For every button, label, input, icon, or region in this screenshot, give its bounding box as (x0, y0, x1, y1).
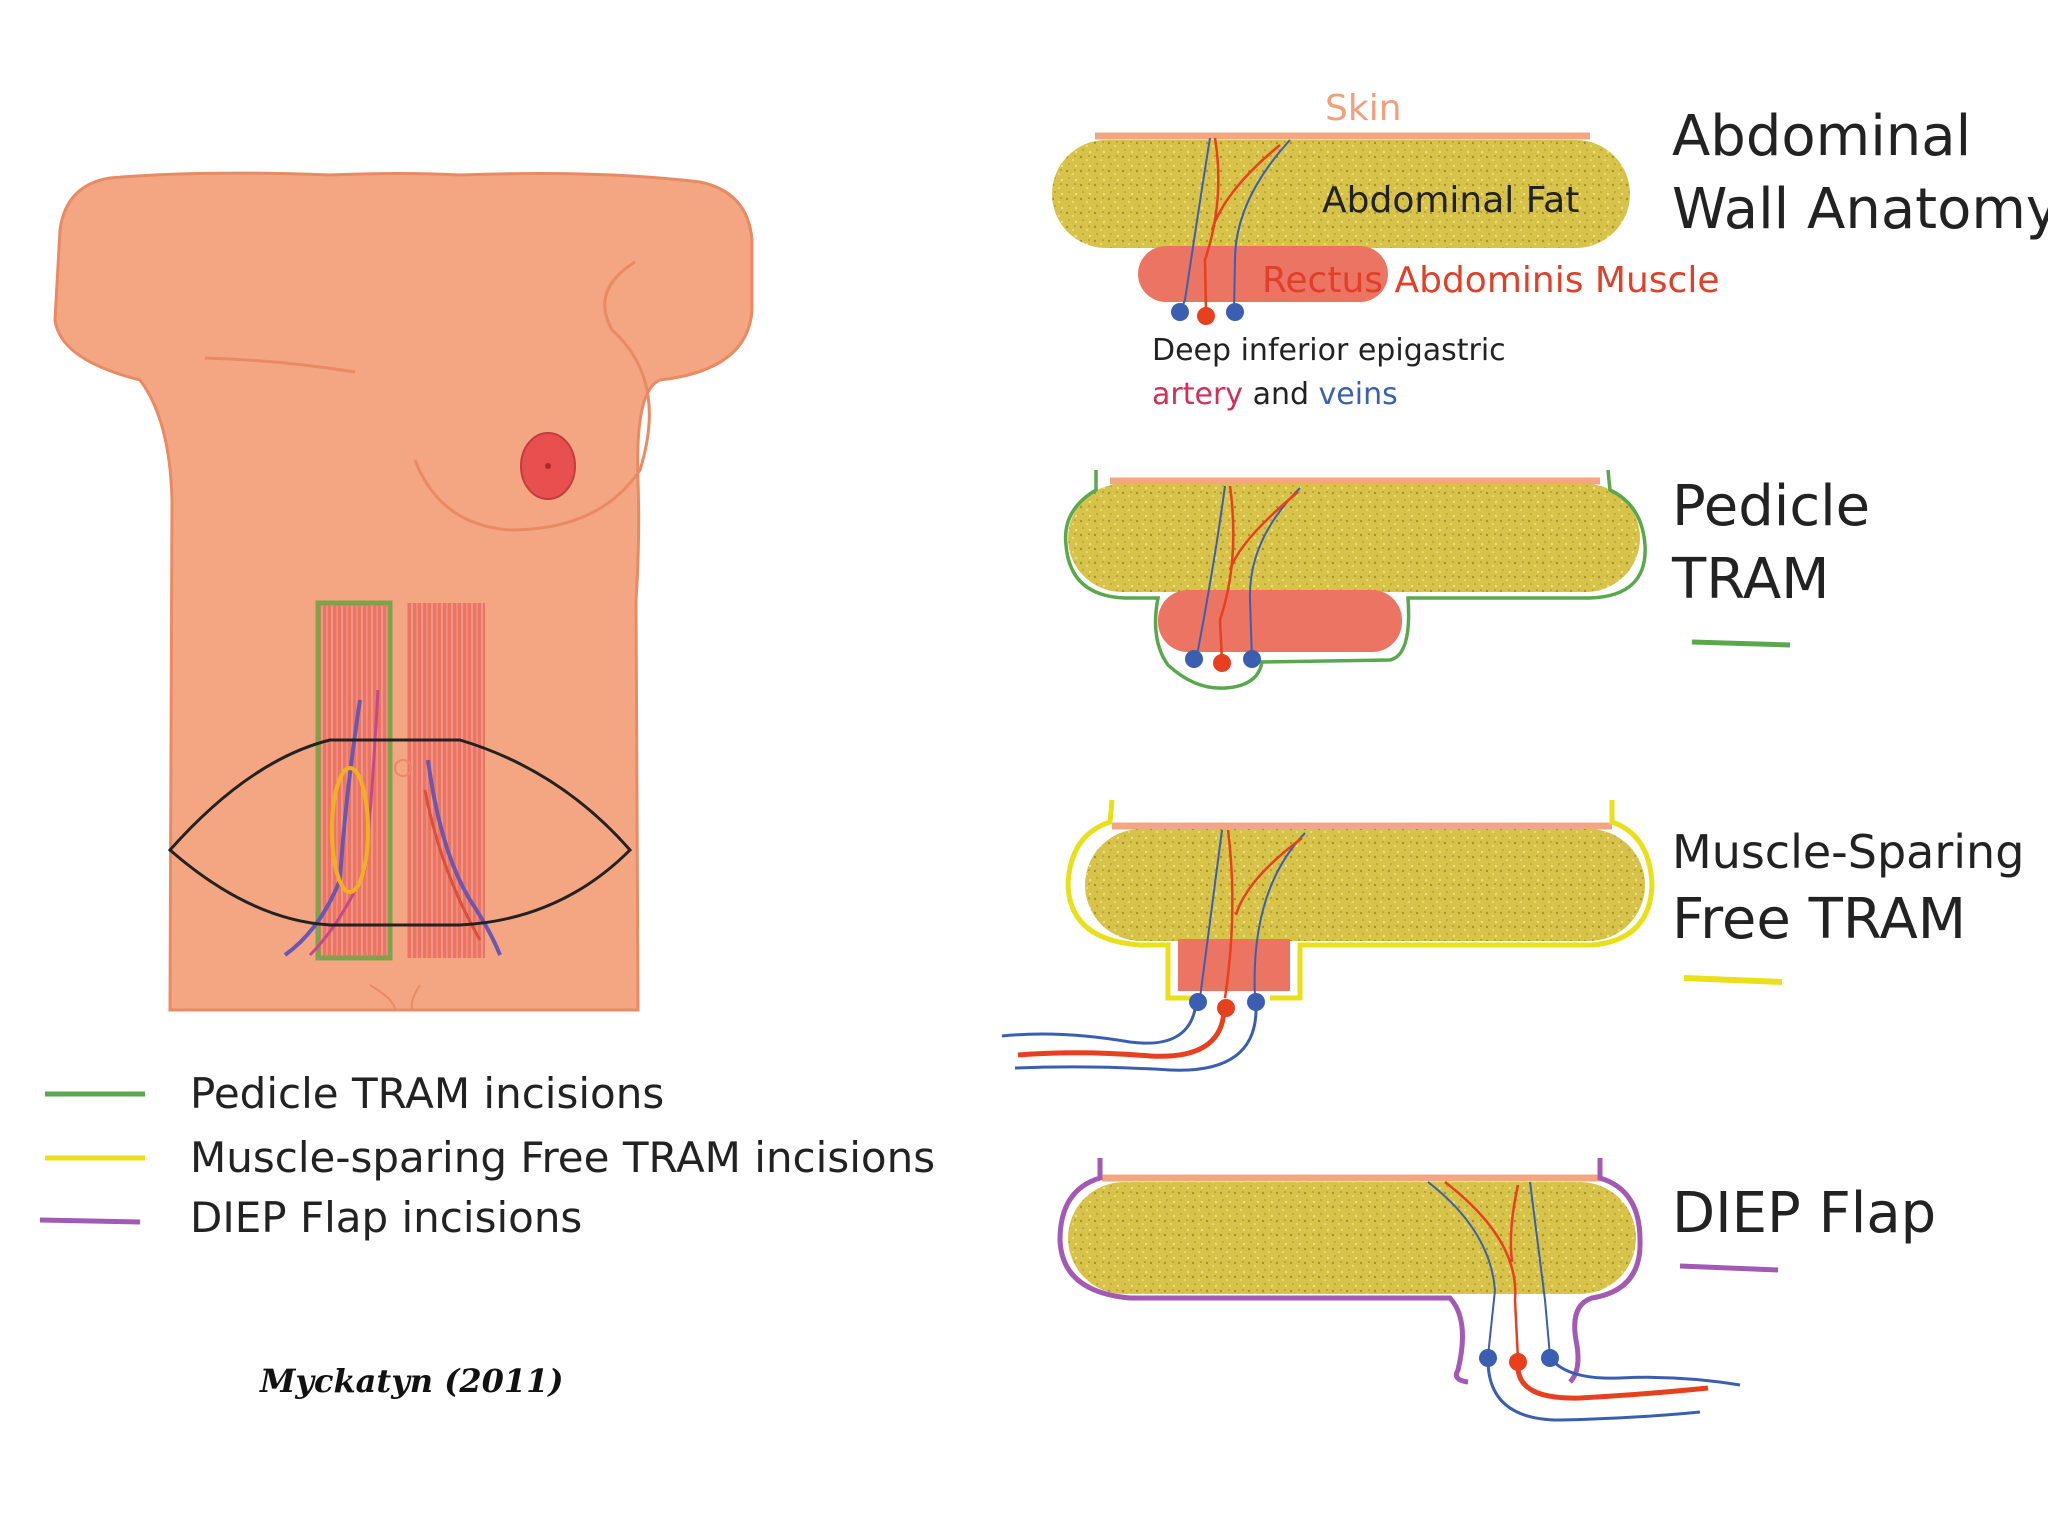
panel-anatomy: Skin Abdominal Fat Rectus Abdominis Musc… (1052, 88, 2048, 412)
artery-3a (1223, 829, 1234, 999)
legend: Pedicle TRAM incisions Muscle-sparing Fr… (39, 1069, 935, 1242)
label-skin: Skin (1325, 88, 1402, 129)
abdominal-flap-outline (167, 738, 633, 927)
vein-dot-right (1226, 303, 1244, 321)
pedicle-tail-artery (1017, 1009, 1227, 1059)
label-artery: artery (1152, 377, 1243, 412)
muscle-sparing-swatch (1683, 975, 1783, 985)
panel-diep: DIEP Flap (1057, 1158, 1936, 1422)
pedicle-swatch (1691, 639, 1791, 648)
muscle-layer-2 (1158, 590, 1402, 652)
groin-line (369, 984, 421, 1011)
diep-swatch (1679, 1263, 1779, 1273)
label-veins: veins (1319, 377, 1398, 412)
artery-dot (1197, 307, 1215, 325)
vein-b (1233, 139, 1291, 313)
title-anatomy-2: Wall Anatomy (1672, 177, 2048, 242)
artery-2b (1228, 491, 1299, 571)
label-fat: Abdominal Fat (1322, 180, 1579, 221)
pedicle-outline (1063, 469, 1647, 690)
vein-a (1179, 137, 1211, 313)
artery-dot-4 (1509, 1353, 1527, 1371)
vein-dot-3l (1189, 993, 1207, 1011)
vein-dot-4l (1479, 1349, 1497, 1367)
torso-body (53, 171, 754, 1012)
legend-label-diep: DIEP Flap incisions (190, 1193, 582, 1242)
torso (53, 171, 754, 1012)
vein-dot-2l (1185, 650, 1203, 668)
breast-outline (413, 260, 651, 532)
muscle-sparing-outline (1065, 799, 1655, 1001)
pedicle-incision-box (315, 600, 393, 961)
muscle-sparing-incision (330, 766, 370, 894)
title-anatomy-1: Abdominal (1672, 104, 1971, 169)
panel-muscle-sparing: Muscle-Sparing Free TRAM (1001, 799, 2024, 1072)
torso-vein-3 (426, 759, 502, 956)
pedicle-tail-vein-1 (1001, 1003, 1198, 1045)
fat-layer-3 (1085, 829, 1645, 941)
torso-vein-1 (283, 699, 362, 957)
nipple-center (545, 463, 551, 469)
legend-swatch-diep (39, 1217, 141, 1225)
title-muscle-sparing-2: Free TRAM (1672, 887, 1966, 952)
diep-outline (1057, 1158, 1643, 1385)
pedicle-tail-vein-2 (1014, 1005, 1258, 1072)
diep-tail-artery (1515, 1363, 1709, 1401)
title-muscle-sparing-1: Muscle-Sparing (1672, 825, 2024, 879)
vein-dot-left (1171, 303, 1189, 321)
fat-layer-2 (1068, 484, 1640, 592)
label-vessels-line1: Deep inferior epigastric (1152, 333, 1506, 368)
artery-a (1203, 137, 1220, 313)
title-pedicle-1: Pedicle (1672, 474, 1870, 539)
vein-4a (1427, 1181, 1497, 1357)
artery-4b (1509, 1184, 1520, 1263)
diep-incision-small (394, 759, 412, 777)
artery-3b (1234, 837, 1303, 916)
vein-4b (1529, 1181, 1551, 1357)
diep-tail-vein-2 (1550, 1358, 1741, 1387)
title-diep: DIEP Flap (1672, 1181, 1936, 1246)
fat-layer-4 (1068, 1182, 1636, 1294)
vein-dot-2r (1243, 650, 1261, 668)
rectus-right (407, 603, 485, 958)
artery-b (1210, 144, 1281, 231)
artery-dot-2 (1213, 654, 1231, 672)
artery-4a (1444, 1181, 1520, 1361)
title-pedicle-2: TRAM (1671, 547, 1829, 612)
label-vessels-line2: artery and veins (1152, 377, 1398, 412)
panel-pedicle: Pedicle TRAM (1063, 469, 1870, 690)
label-and: and (1243, 377, 1319, 412)
rectus-muscles (283, 600, 502, 961)
muscle-layer (1138, 246, 1388, 302)
legend-label-pedicle: Pedicle TRAM incisions (190, 1069, 664, 1118)
legend-label-muscle-sparing: Muscle-sparing Free TRAM incisions (190, 1133, 935, 1182)
diep-tail-vein-1 (1486, 1359, 1701, 1422)
muscle-block-3 (1178, 939, 1290, 991)
vein-3b (1253, 832, 1306, 999)
signature: Myckatyn (2011) (259, 1362, 564, 1400)
vein-2a (1193, 485, 1226, 661)
right-chest-line (204, 356, 356, 374)
vein-3a (1199, 829, 1223, 999)
label-muscle: Rectus Abdominis Muscle (1262, 260, 1720, 301)
vein-dot-3r (1247, 993, 1265, 1011)
